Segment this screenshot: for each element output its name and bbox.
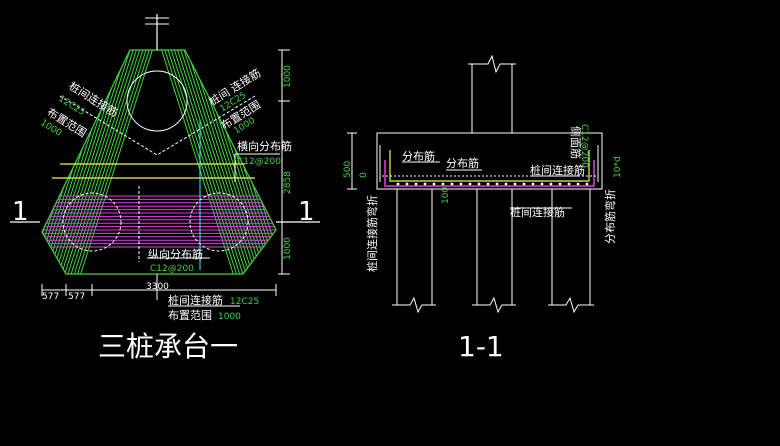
section-view: 分布筋 分布筋 桩间连接筋 桩间连接筋 侧面筋 C12@200 桩间连接筋弯折 … <box>343 54 623 363</box>
dim-mid: 100 <box>441 187 451 204</box>
label-dist2: 分布筋 <box>446 156 479 170</box>
dim-bottom-a: 577 <box>42 292 59 302</box>
note-bottom-rebar: 12C25 <box>230 297 259 307</box>
hatch-line <box>52 50 134 274</box>
dim-right-mid: 2858 <box>283 171 293 194</box>
cap-outline <box>41 49 277 275</box>
rebar-dots <box>396 182 589 186</box>
rebar-dot <box>432 182 436 186</box>
hatch-line <box>68 50 150 274</box>
rebar-dot <box>414 182 418 186</box>
note-bottom-range-label: 布置范围 <box>168 308 212 322</box>
hatch-band-bottom <box>42 195 276 248</box>
label-dist1: 分布筋 <box>402 149 435 163</box>
cap-section-outline <box>376 132 603 190</box>
rebar-hatching <box>42 50 276 274</box>
hatch-line <box>157 50 239 274</box>
rebar-dot <box>450 182 454 186</box>
label-pile-link-bottom: 桩间连接筋 <box>510 205 565 219</box>
rebar-dot <box>486 182 490 186</box>
pile-right <box>189 192 249 252</box>
rebar-dot <box>549 182 553 186</box>
dim-left-zero: 0 <box>359 172 369 178</box>
rebar-dot <box>522 182 526 186</box>
hatch-band-left <box>42 50 157 274</box>
hatch-line <box>42 50 109 274</box>
hatch-line <box>167 50 249 274</box>
hatch-line <box>42 50 112 274</box>
hatch-line <box>75 50 157 274</box>
hatch-line <box>161 50 243 274</box>
plan-view: 桩间连接筋 12C25 布置范围 1000 桩间 连接筋 12C25 布置范围 … <box>10 14 320 363</box>
rebar-dot <box>513 182 517 186</box>
rebar-dot <box>504 182 508 186</box>
section-mark-left: 1 <box>12 197 29 227</box>
label-right-bend-len: 10*d <box>613 156 623 178</box>
hatch-line <box>173 50 255 274</box>
rebar-dot <box>540 182 544 186</box>
label-pile-link: 桩间连接筋 <box>530 163 585 177</box>
rebar-dot <box>558 182 562 186</box>
label-right-bend: 分布筋弯折 <box>603 189 617 244</box>
rebar-dot <box>477 182 481 186</box>
label-side-face: 侧面筋 <box>569 126 583 159</box>
label-left-bend: 桩间连接筋弯折 <box>365 195 379 272</box>
hatch-line <box>170 50 252 274</box>
note-bottom-name: 桩间连接筋 <box>168 293 223 307</box>
note-horiz-name: 横向分布筋 <box>237 139 292 153</box>
hatch-line <box>65 50 147 274</box>
rebar-dot <box>576 182 580 186</box>
plan-title: 三桩承台一 <box>98 330 238 363</box>
note-horiz-rebar: C12@200 <box>237 157 281 167</box>
section-mark-right: 1 <box>298 197 315 227</box>
pile-link-centerline <box>59 95 256 156</box>
rebar-dot <box>567 182 571 186</box>
hatch-line <box>177 50 259 274</box>
hatch-line <box>55 50 137 274</box>
note-vert-name: 纵向分布筋 <box>148 247 203 261</box>
note-vert-rebar: C12@200 <box>150 264 194 274</box>
rebar-dot <box>423 182 427 186</box>
rebar-dot <box>585 182 589 186</box>
hatch-line <box>71 50 153 274</box>
rebar-dist-yellow <box>389 150 590 182</box>
hatch-line <box>43 50 125 274</box>
rebar-bottom-magenta <box>384 160 595 187</box>
hatch-line <box>59 50 141 274</box>
rebar-dot <box>495 182 499 186</box>
dim-right-bottom: 1000 <box>283 237 293 260</box>
column-break <box>468 54 516 74</box>
hatch-line <box>62 50 144 274</box>
dim-right-top: 1000 <box>283 65 293 88</box>
dim-bottom-b: 577 <box>68 292 85 302</box>
rebar-dot <box>468 182 472 186</box>
hatch-line <box>49 50 131 274</box>
hatch-line <box>42 50 105 274</box>
section-title: 1-1 <box>458 330 504 363</box>
hatch-line <box>42 50 121 274</box>
label-side-rebar: C12@200 <box>579 124 589 168</box>
rebar-dot <box>396 182 400 186</box>
hatch-line <box>46 50 128 274</box>
rebar-dot <box>441 182 445 186</box>
hatch-line <box>180 50 262 274</box>
pile-left <box>62 192 122 252</box>
hatch-line <box>183 50 265 274</box>
pile-top <box>126 70 188 132</box>
rebar-dot <box>531 182 535 186</box>
dim-left-top: 500 <box>343 161 353 178</box>
note-bottom-range: 1000 <box>218 312 241 322</box>
rebar-dot <box>459 182 463 186</box>
dim-bottom-total: 3300 <box>146 282 169 292</box>
hatch-line <box>42 50 118 274</box>
rebar-dot <box>405 182 409 186</box>
